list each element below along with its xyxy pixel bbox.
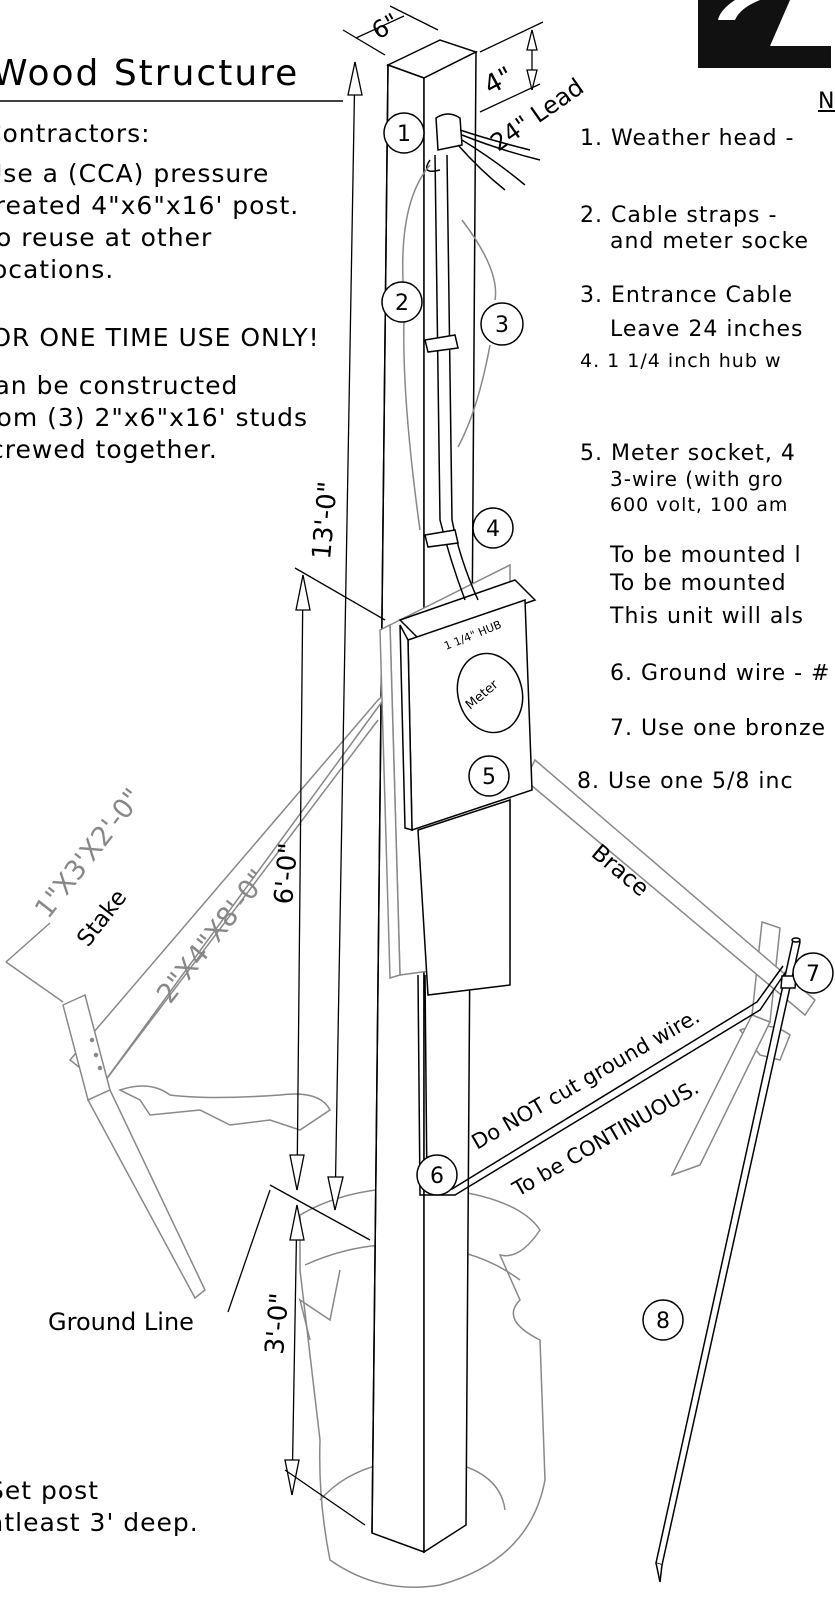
callout-6: 6	[430, 1164, 444, 1189]
note-5d: To be mounted l	[610, 543, 802, 568]
stake-size-label: 1"X3'X2'-0"	[29, 783, 149, 924]
note-6: 6. Ground wire - #	[610, 661, 831, 686]
set-post-line-1: Set post	[0, 1476, 99, 1505]
note-line-5: Can be constructed	[0, 371, 239, 400]
stake-ground	[118, 1085, 331, 1131]
note-5e: To be mounted	[610, 571, 787, 596]
stake-label: Stake	[72, 885, 132, 952]
page-title: Wood Structure	[0, 53, 300, 94]
note-line-2: treated 4"x6"x16' post.	[0, 191, 300, 220]
note-1: 1. Weather head -	[580, 126, 795, 151]
note-7: 7. Use one bronze	[610, 716, 827, 741]
note-line-4: locations.	[0, 255, 115, 284]
callout-leaders	[401, 164, 497, 531]
note-8: 8. Use one 5/8 inc	[577, 769, 794, 794]
logo-block	[698, 0, 831, 68]
ground-line-label: Ground Line	[48, 1308, 194, 1336]
callout-4: 4	[486, 517, 500, 542]
note-line-7: screwed together.	[0, 435, 218, 464]
note-line-3: To reuse at other	[0, 223, 213, 252]
contractors-heading: Contractors:	[0, 119, 151, 148]
one-time-use-note: FOR ONE TIME USE ONLY!	[0, 323, 320, 352]
dimension-lines	[227, 5, 544, 1526]
dim-depth-label: 4"	[479, 61, 518, 101]
callout-3: 3	[495, 313, 509, 338]
note-4: 4. 1 1/4 inch hub w	[580, 350, 782, 372]
note-line-6: from (3) 2"x6"x16' studs	[0, 403, 309, 432]
set-post-line-2: atleast 3' deep.	[0, 1508, 199, 1537]
note-2b: and meter socke	[610, 229, 810, 254]
note-5a: 5. Meter socket, 4	[580, 441, 796, 466]
callout-8: 8	[656, 1309, 670, 1334]
brace-size-label: 2"X4"X8'-0"	[151, 864, 274, 1009]
callout-numbers: 1 2 3 4 5 6 7 8	[395, 122, 820, 1334]
callout-5: 5	[482, 765, 496, 790]
left-stake	[5, 922, 206, 1300]
dim-width-label: 6"	[367, 8, 404, 45]
note-line-1: Use a (CCA) pressure	[0, 159, 270, 188]
note-2a: 2. Cable straps -	[580, 203, 778, 228]
right-brace	[524, 758, 816, 1017]
entrance-cable	[424, 113, 541, 601]
notes-heading: N	[818, 89, 835, 114]
dim-6ft-label: 6'-0"	[269, 842, 304, 906]
note-5f: This unit will als	[610, 604, 804, 629]
note-5c: 600 volt, 100 am	[610, 494, 789, 516]
dim-3ft-label: 3'-0"	[260, 1292, 295, 1356]
do-not-cut-label: Do NOT cut ground wire.	[468, 1004, 704, 1154]
callout-7: 7	[806, 962, 820, 987]
note-3a: 3. Entrance Cable	[580, 283, 794, 308]
callout-circles	[381, 112, 834, 1341]
note-3b: Leave 24 inches	[610, 317, 804, 342]
callout-1: 1	[397, 122, 411, 147]
note-5b: 3-wire (with gro	[610, 467, 784, 491]
dim-13ft-label: 13'-0"	[307, 480, 344, 560]
callout-2: 2	[395, 291, 409, 316]
ground-rod	[655, 937, 801, 1583]
